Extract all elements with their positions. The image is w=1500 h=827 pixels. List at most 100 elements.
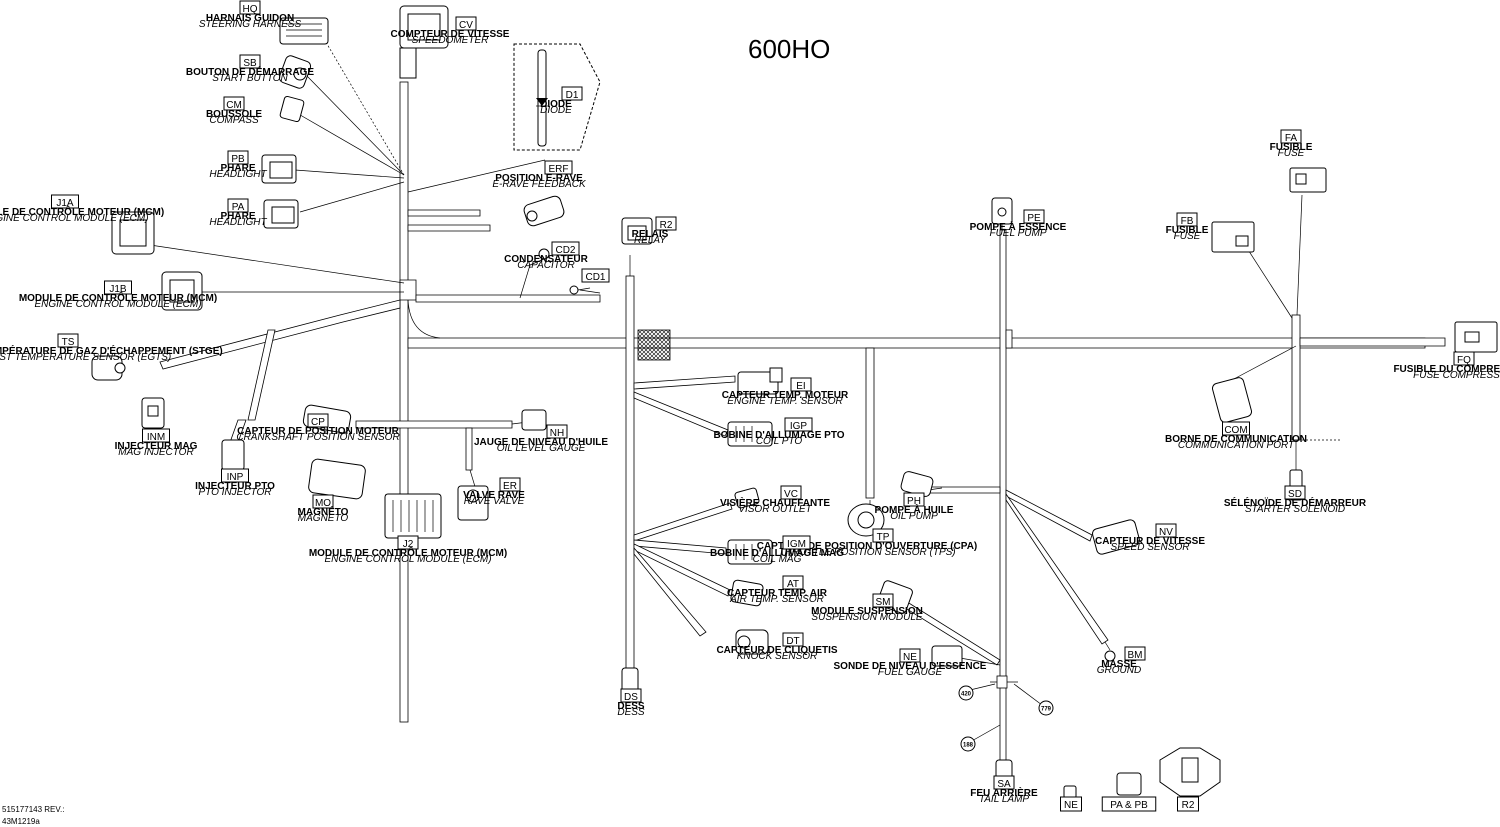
caption-en-at: AIR TEMP. SENSOR: [729, 594, 824, 605]
legend-item-ne: NE: [1060, 796, 1082, 812]
caption-en-j1a: ENGINE CONTROL MODULE (ECM): [0, 213, 149, 224]
label-code-ts: TS: [62, 337, 75, 348]
tp-sensor-icon: [847, 503, 885, 537]
caption-fr-cp: CAPTEUR DE POSITION MOTEUR: [237, 426, 399, 437]
nh-connector-icon: [521, 409, 547, 431]
label-code-er: ER: [503, 481, 517, 492]
label-cd1: CD1: [581, 268, 610, 283]
label-box-at: [782, 575, 804, 590]
label-box-hq: [239, 0, 261, 15]
caption-fr-inp: INJECTEUR PTO: [195, 481, 275, 492]
caption-fr-dt: CAPTEUR DE CLIQUETIS: [716, 645, 837, 656]
caption-en-ts: EXHAUST TEMPERATURE SENSOR (EGTS): [0, 352, 171, 363]
caption-fr-at: CAPTEUR TEMP. AIR: [727, 588, 828, 599]
caption-fr-cm: BOUSSOLE: [206, 109, 262, 120]
caption-fr-sd: SÉLÉNOÏDE DE DÉMARREUR: [1224, 496, 1367, 509]
caption-en-hq: STEERING HARNESS: [199, 19, 302, 30]
label-box-pa: [227, 198, 249, 213]
caption-fr-j1a: MODULE DE CONTRÔLE MOTEUR (MCM): [0, 205, 164, 218]
caption-en-r2: RELAY: [634, 235, 667, 246]
caption-fr-er: VALVE RAVE: [463, 490, 525, 501]
legend-box-papb: [1101, 796, 1157, 812]
caption-en-cv: SPEEDOMETER: [412, 35, 489, 46]
label-box-nh: [546, 424, 568, 439]
diagram-title: 600HO: [748, 34, 830, 64]
caption-en-vc: VISOR OUTLET: [738, 504, 812, 515]
label-box-cd2: [551, 241, 580, 256]
label-code-cd1: CD1: [585, 272, 605, 283]
j2-module-icon: [384, 493, 442, 539]
caption-fr-igm: BOBINE D'ALLUMAGE MAG: [710, 548, 844, 559]
label-box-r2: [655, 216, 677, 231]
legend-code-ne: NE: [1064, 800, 1078, 811]
legend-box-ne: [1060, 796, 1082, 812]
caption-en-igm: COIL MAG: [753, 554, 802, 565]
label-code-ph: PH: [907, 496, 921, 507]
label-box-sd: [1284, 485, 1306, 500]
bm-ground-icon: [1104, 650, 1116, 662]
caption-fr-fa: FUSIBLE: [1270, 142, 1313, 153]
d1-diode-icon: [513, 43, 601, 151]
label-code-bm: BM: [1128, 650, 1143, 661]
caption-fr-ds: DESS: [617, 701, 645, 712]
ts-sensor-icon: [91, 355, 126, 381]
caption-fr-igp: BOBINE D'ALLUMAGE PTO: [713, 430, 844, 441]
splice-188: 188: [960, 736, 976, 752]
caption-en-ph: OIL PUMP: [890, 511, 938, 522]
caption-en-cd2: CAPACITOR: [517, 260, 574, 271]
legend-box-r2: [1177, 796, 1199, 812]
label-box-j1a: [51, 194, 79, 209]
pb-connector-icon: [261, 154, 297, 184]
label-code-fq: FQ: [1457, 355, 1471, 366]
label-code-j1b: J1B: [109, 284, 127, 295]
splice-779: 779: [1038, 700, 1054, 716]
label-code-ei: EI: [796, 381, 805, 392]
label-code-j1a: J1A: [56, 198, 74, 209]
er-valve-icon: [457, 485, 489, 521]
label-box-j2: [397, 535, 419, 550]
at-sensor-icon: [730, 579, 764, 607]
label-box-cm: [223, 96, 245, 111]
inp-injector-icon: [221, 439, 245, 471]
inm-injector-icon: [141, 397, 165, 429]
splice-label-188: 188: [963, 743, 974, 749]
label-code-cv: CV: [459, 20, 473, 31]
igp-coil-icon: [727, 421, 773, 447]
caption-en-nh: OIL LEVEL GAUGE: [497, 443, 586, 454]
fb-fuse-icon: [1211, 221, 1255, 253]
caption-en-sa: TAIL LAMP: [979, 794, 1030, 805]
label-box-com: [1222, 421, 1250, 436]
label-code-tp: TP: [877, 532, 890, 543]
caption-fr-nh: JAUGE DE NIVEAU D'HUILE: [474, 437, 608, 448]
caption-fr-pa: PHARE: [220, 211, 255, 222]
label-code-cp: CP: [311, 417, 325, 428]
nv-sensor-icon: [1092, 519, 1140, 555]
label-code-mo: MO: [315, 498, 331, 509]
caption-fr-sa: FEU ARRIÈRE: [970, 786, 1038, 799]
label-code-hq: HQ: [243, 4, 258, 15]
igm-coil-icon: [727, 539, 773, 565]
caption-en-pe: FUEL PUMP: [989, 228, 1046, 239]
caption-fr-j1b: MODULE DE CONTRÔLE MOTEUR (MCM): [19, 291, 217, 304]
label-box-cd1: [581, 268, 610, 283]
